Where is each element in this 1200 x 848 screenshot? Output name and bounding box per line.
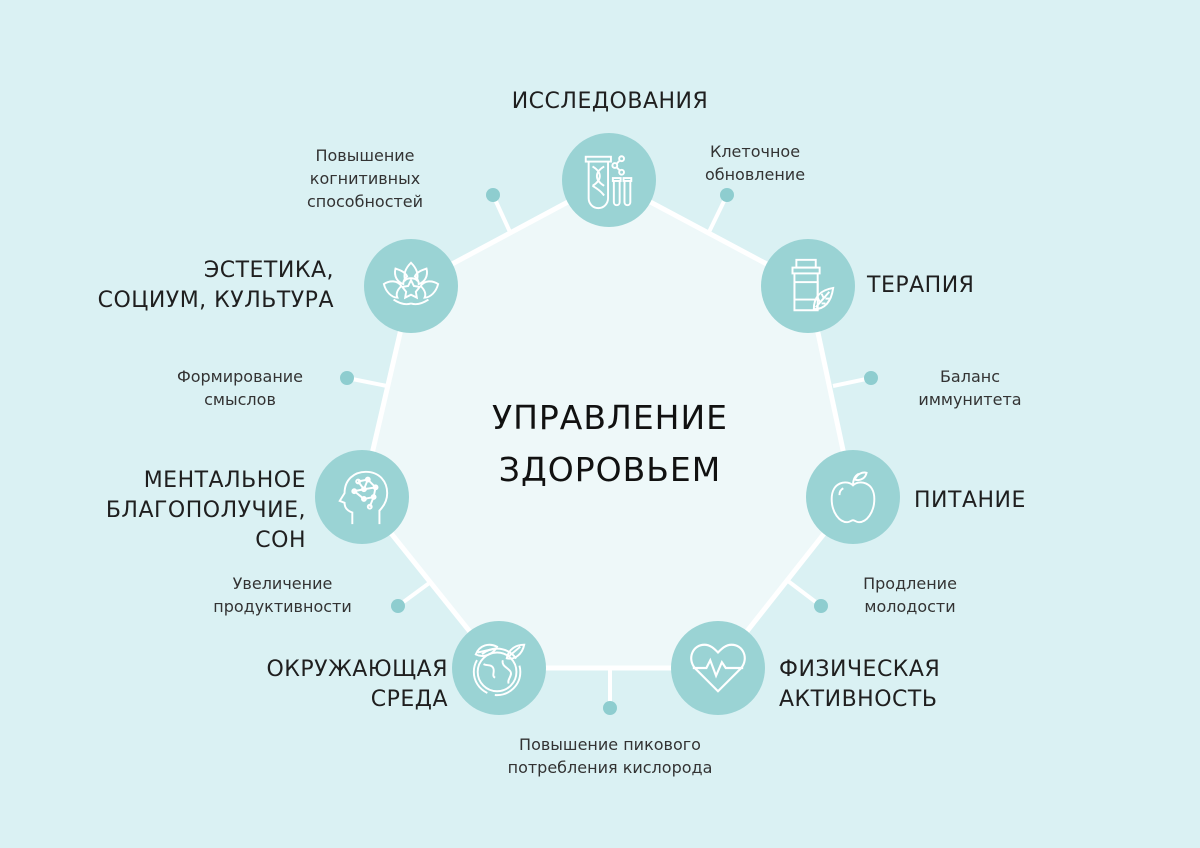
label-research: ИССЛЕДОВАНИЯ [511,89,709,114]
label-line: СРЕДА [370,687,448,712]
dot [486,188,500,202]
benefit-oxygen: Повышение пикового потребления кислорода [470,733,750,779]
benefit-line: молодости [864,597,956,616]
benefit-line: смыслов [204,390,276,409]
benefit-cell-renewal: Клеточное обновление [680,140,830,186]
node-therapy [761,239,855,333]
label-line: АКТИВНОСТЬ [779,687,938,712]
node-mental [315,450,409,544]
node-aesthetics [364,239,458,333]
node-physical [671,621,765,715]
globe-leaves-icon [472,643,526,697]
label-line: ЭСТЕТИКА, [203,258,334,283]
apple-icon [830,471,876,524]
benefit-line: продуктивности [213,597,352,616]
label-line: ФИЗИЧЕСКАЯ [779,657,941,682]
benefit-line: Баланс [939,367,1001,386]
label-physical: ФИЗИЧЕСКАЯ АКТИВНОСТЬ [779,655,940,715]
benefit-line: способностей [306,192,424,211]
benefit-line: Клеточное [709,142,801,161]
benefit-line: Увеличение [232,574,333,593]
node-nutrition [806,450,900,544]
label-aesthetics: ЭСТЕТИКА, СОЦИУМ, КУЛЬТУРА [40,256,334,316]
benefit-immunity: Баланс иммунитета [895,365,1045,411]
benefit-productivity: Увеличение продуктивности [195,572,370,618]
benefit-line: Повышение [315,146,415,165]
label-line: МЕНТАЛЬНОЕ [143,468,306,493]
benefit-line: иммунитета [918,390,1022,409]
center-title: УПРАВЛЕНИЕ ЗДОРОВЬЕМ [430,392,790,496]
center-title-line2: ЗДОРОВЬЕМ [498,450,722,489]
benefit-line: обновление [704,165,806,184]
head-brain-icon [338,470,389,525]
label-line: СОЦИУМ, КУЛЬТУРА [97,288,334,313]
benefit-cognitive: Повышение когнитивных способностей [285,144,445,213]
label-therapy: ТЕРАПИЯ [867,273,975,298]
lab-dna-icon [584,155,633,210]
medicine-bottle-leaf-icon [791,258,835,312]
benefit-line: Повышение пикового [519,735,701,754]
label-line: БЛАГОПОЛУЧИЕ, [105,498,306,523]
center-title-line1: УПРАВЛЕНИЕ [491,398,729,437]
label-line: СОН [255,528,306,553]
benefit-youth: Продление молодости [835,572,985,618]
label-nutrition-text: ПИТАНИЕ [914,488,1026,513]
benefit-meaning: Формирование смыслов [150,365,330,411]
benefit-line: когнитивных [309,169,421,188]
label-mental: МЕНТАЛЬНОЕ БЛАГОПОЛУЧИЕ, СОН [60,466,306,556]
heart-pulse-icon [690,643,746,693]
label-line: ОКРУЖАЮЩАЯ [266,657,448,682]
benefit-line: потребления кислорода [507,758,713,777]
lotus-icon [382,261,440,306]
label-nutrition: ПИТАНИЕ [914,486,1026,516]
benefit-line: Продление [863,574,957,593]
benefit-line: Формирование [176,367,304,386]
node-research [562,133,656,227]
node-environment [452,621,546,715]
label-environment: ОКРУЖАЮЩАЯ СРЕДА [198,655,448,715]
